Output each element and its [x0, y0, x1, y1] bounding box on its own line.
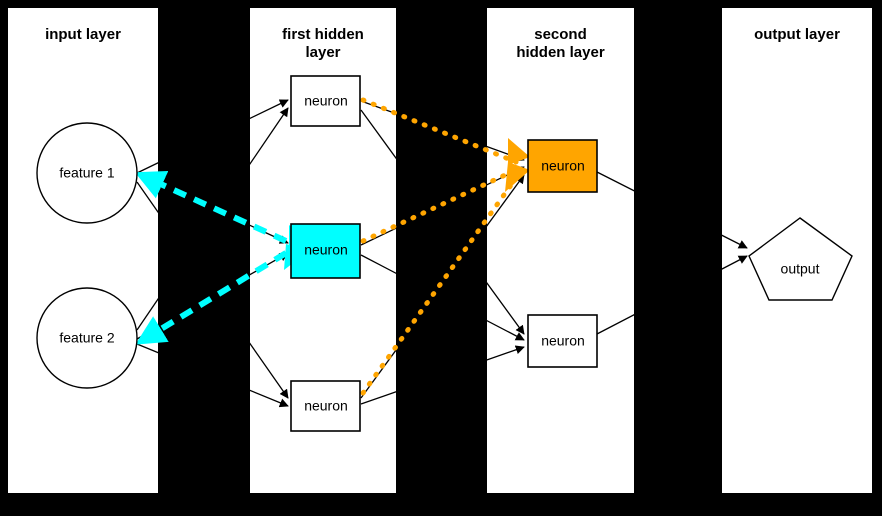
- layer-panel-hidden-1: first hidden layer: [250, 8, 396, 493]
- layer-panel-hidden-2: second hidden layer: [487, 8, 634, 493]
- layer-title-input: input layer: [45, 26, 121, 43]
- layer-title-hidden-2: second hidden layer: [516, 26, 605, 61]
- layer-title-output: output layer: [754, 26, 840, 43]
- layer-panel-output: output layer: [722, 8, 872, 493]
- layer-title-hidden-1: first hidden layer: [282, 26, 364, 61]
- layer-panel-input: input layer: [8, 8, 158, 493]
